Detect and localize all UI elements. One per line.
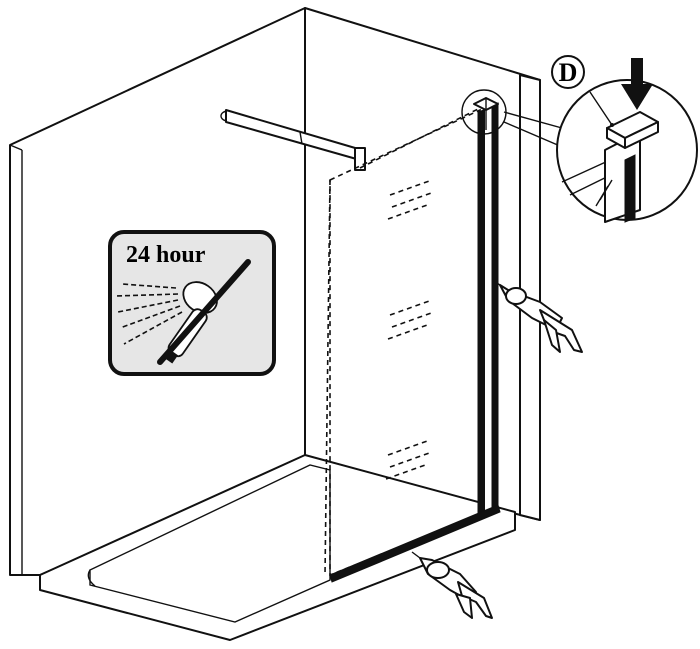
marker-d-label: D <box>559 58 578 87</box>
shower-tray <box>39 454 516 641</box>
tray-corner <box>87 569 96 587</box>
silicone-gun-right <box>491 279 583 353</box>
tray-inner <box>89 464 331 623</box>
glass-reflections <box>385 179 435 480</box>
press-down-arrow-icon <box>621 58 653 110</box>
guide-line-left <box>324 179 331 576</box>
bottom-sealant-line <box>329 504 501 583</box>
wall-channel-profile <box>473 97 499 518</box>
cure-time-label: 24 hour <box>126 242 206 268</box>
no-shower-icon <box>115 259 251 365</box>
marker-d: D <box>551 55 585 89</box>
cure-time-sign: 24 hour <box>108 230 276 376</box>
silicone-gun-bottom <box>411 551 493 619</box>
stabilizer-bar <box>220 109 366 171</box>
callout-connector-top <box>503 111 563 129</box>
wall-edge-top <box>9 144 23 151</box>
detail-callout <box>556 79 698 223</box>
callout-connector-bottom <box>503 121 561 147</box>
